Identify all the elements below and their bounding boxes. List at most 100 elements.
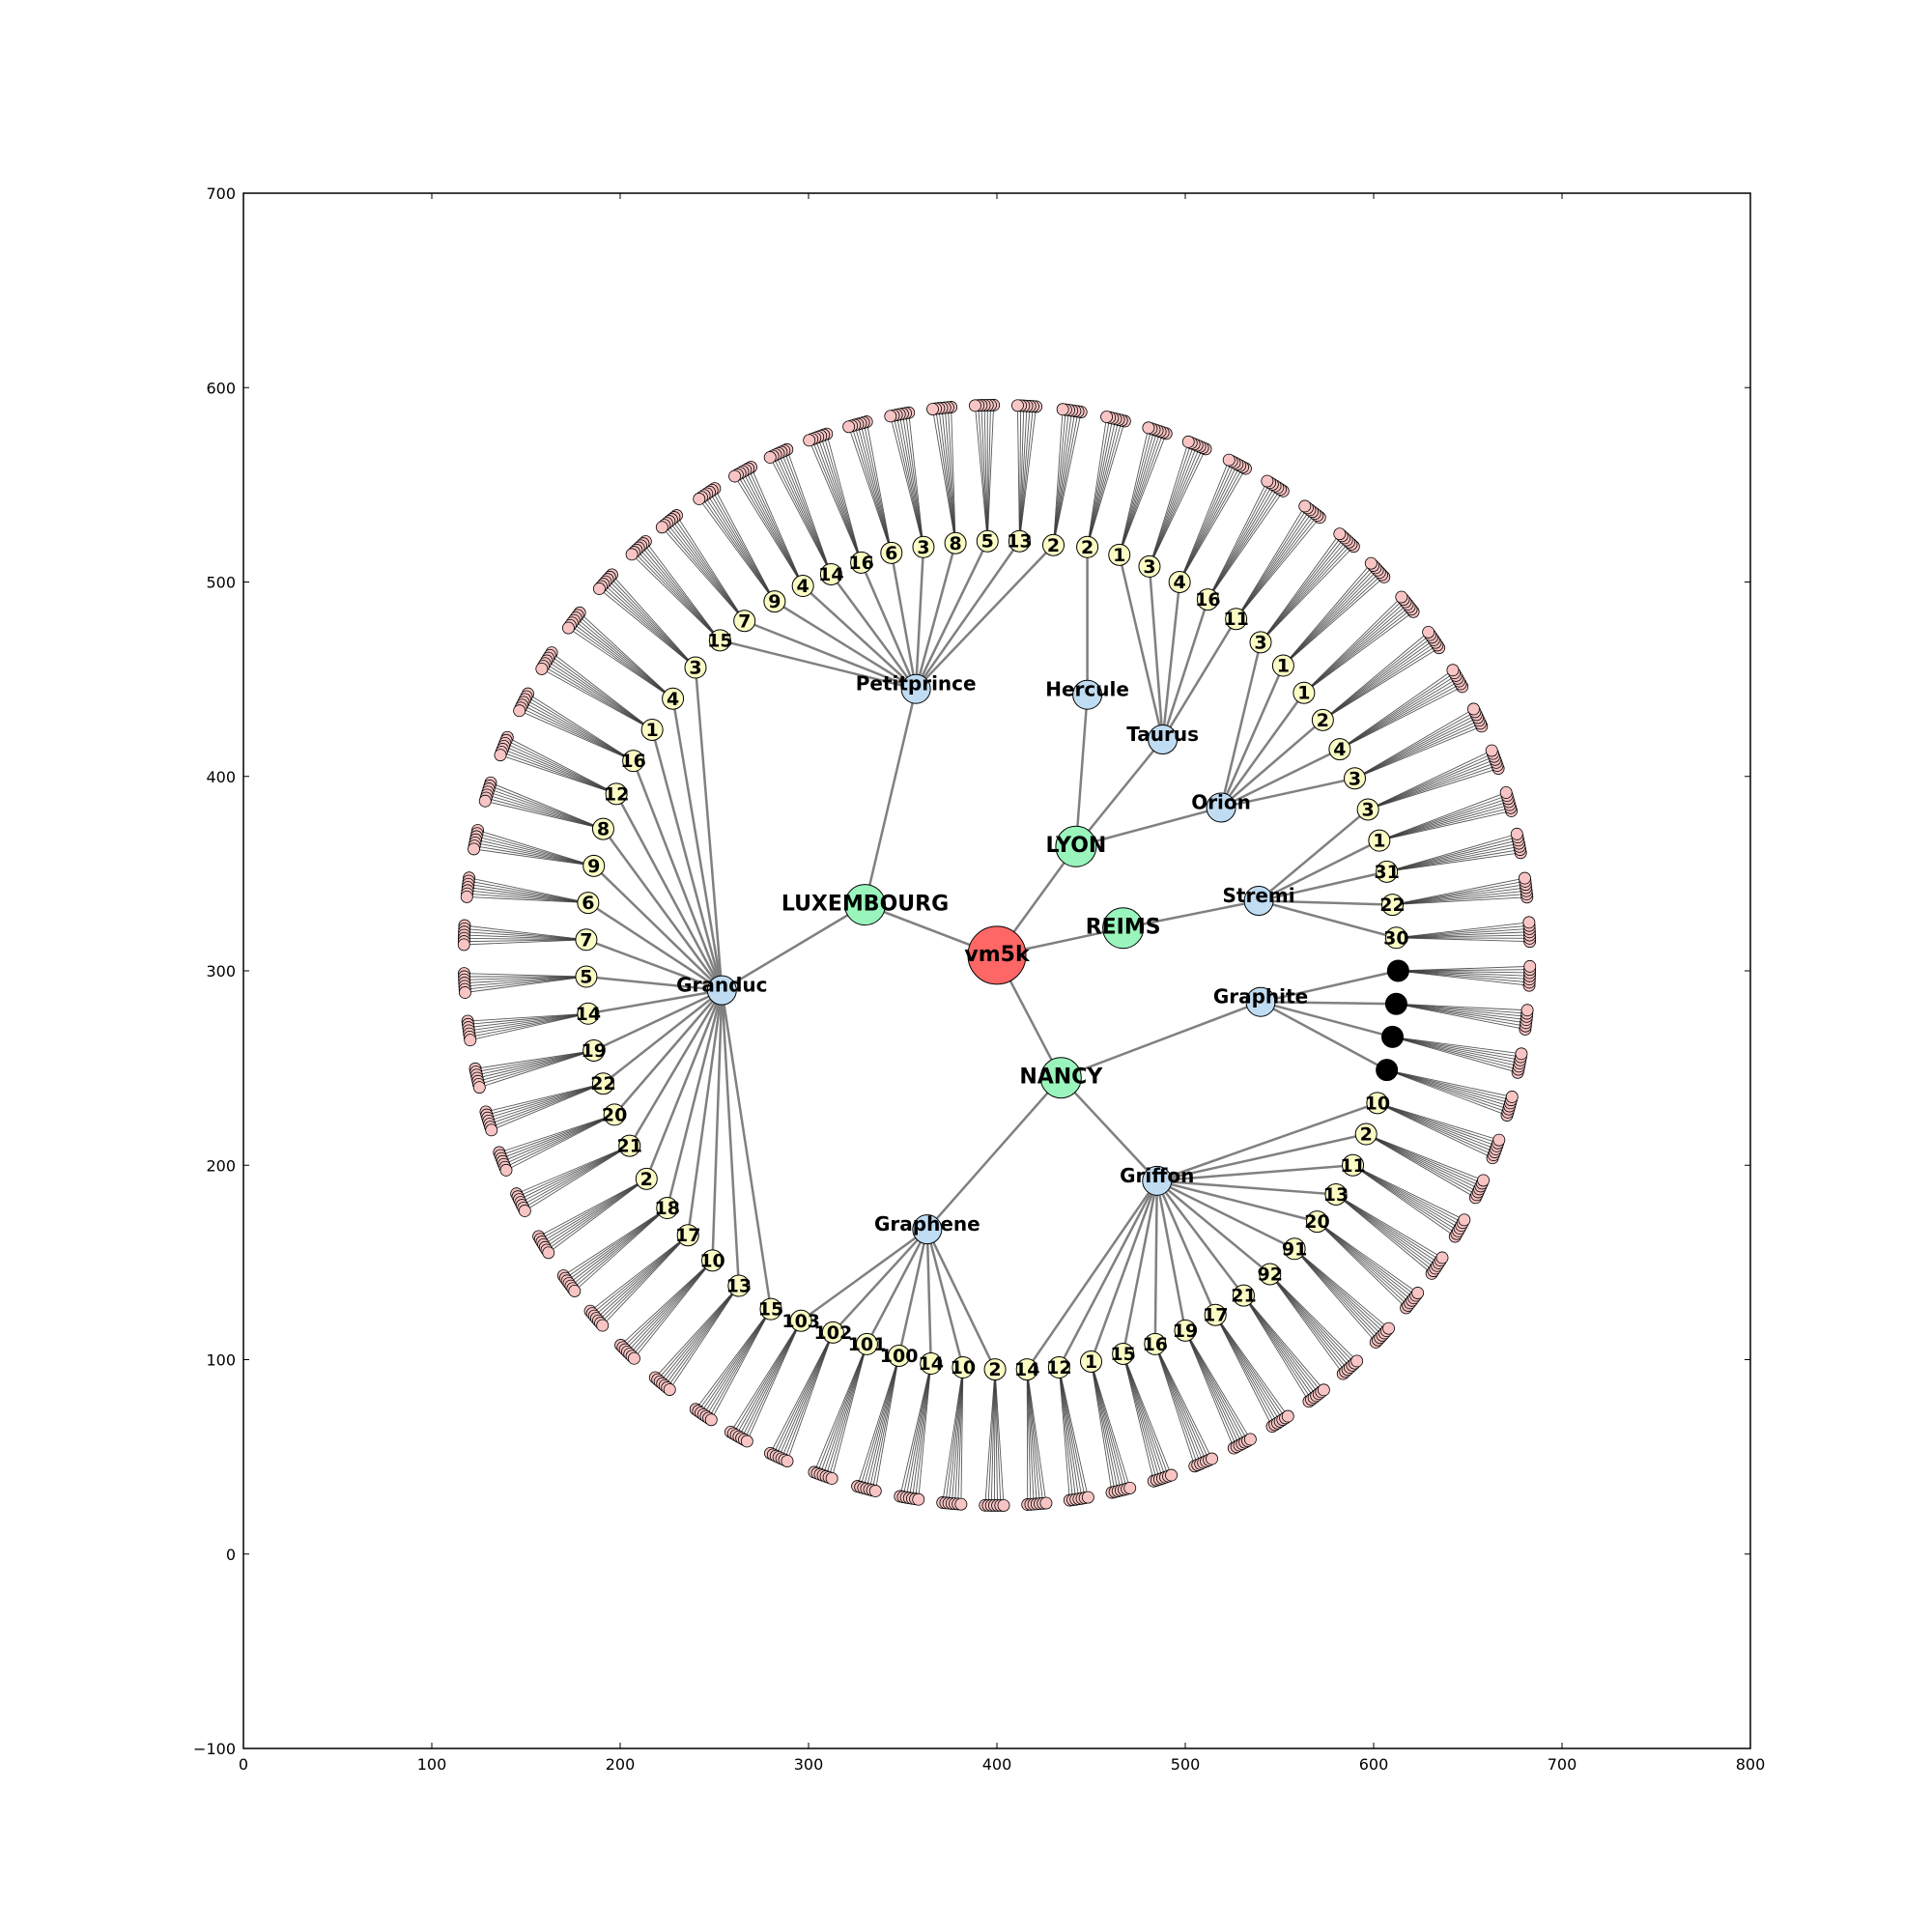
tree-edge xyxy=(1155,1179,1245,1296)
leaf-edge xyxy=(1269,1273,1350,1368)
leaf-edge xyxy=(831,1344,867,1479)
site-node xyxy=(844,884,886,926)
leaf-edge xyxy=(1396,1003,1527,1017)
leaf-edge xyxy=(1053,410,1069,546)
leaf-edge xyxy=(464,924,586,941)
host-label: 2 xyxy=(988,1359,1001,1380)
cluster-node xyxy=(1243,886,1274,917)
leaf-edge xyxy=(502,1114,615,1162)
tree-edge xyxy=(914,547,925,690)
leaf-edge xyxy=(1179,468,1246,582)
leaf-edge xyxy=(1179,464,1238,582)
leaf-node xyxy=(596,1319,610,1332)
leaf-edge xyxy=(1053,411,1076,546)
host-node xyxy=(850,551,873,574)
leaf-edge xyxy=(540,1178,647,1240)
leaf-edge xyxy=(1058,1367,1083,1499)
leaf-edge xyxy=(983,405,988,542)
host-label: 92 xyxy=(1258,1264,1283,1285)
host-node xyxy=(1042,533,1065,556)
leaf-edge xyxy=(1087,417,1111,548)
leaf-edge xyxy=(786,449,832,575)
leaf-edge xyxy=(986,405,991,542)
tree-edge xyxy=(1156,1132,1367,1182)
leaf-edge xyxy=(468,887,588,904)
leaf-edge xyxy=(546,1178,647,1251)
host-label: 3 xyxy=(689,658,701,679)
leaf-edge xyxy=(938,408,956,544)
host-node xyxy=(1381,894,1404,917)
host-node xyxy=(708,629,731,652)
host-label: 16 xyxy=(848,553,873,574)
leaf-edge xyxy=(661,526,746,622)
leaf-edge xyxy=(473,848,594,867)
leaf-edge xyxy=(1396,1003,1527,1021)
tree-edge xyxy=(1155,1179,1217,1316)
host-label: 22 xyxy=(1379,895,1405,916)
leaf-edge xyxy=(668,1285,740,1390)
host-node xyxy=(1204,1303,1227,1326)
leaf-edge xyxy=(1149,443,1195,567)
tree-edge xyxy=(585,938,723,992)
leaf-edge xyxy=(781,1332,834,1460)
leaf-node xyxy=(1281,1409,1294,1423)
leaf-node xyxy=(842,420,856,434)
leaf-edge xyxy=(577,614,673,699)
leaf-node xyxy=(663,1383,676,1396)
leaf-edge xyxy=(1386,1069,1508,1116)
host-label: 31 xyxy=(1374,862,1399,883)
leaf-edge xyxy=(890,415,924,548)
tree-edge xyxy=(1156,1179,1295,1250)
x-tick-label: 700 xyxy=(1548,1755,1577,1774)
leaf-edge xyxy=(1335,1194,1437,1266)
leaf-edge xyxy=(1386,839,1519,872)
tree-edge xyxy=(721,989,773,1310)
tree-edge xyxy=(1258,899,1397,939)
leaf-edge xyxy=(698,498,776,602)
leaf-edge xyxy=(1087,418,1117,548)
leaf-edge xyxy=(1396,937,1530,943)
leaf-node xyxy=(499,1163,513,1177)
host-node xyxy=(1112,1342,1135,1365)
tree-edge xyxy=(1060,1001,1262,1079)
leaf-edge xyxy=(1026,1369,1029,1505)
leaf-edge xyxy=(541,1178,647,1242)
leaf-edge xyxy=(1396,927,1530,939)
host-node xyxy=(1384,926,1407,950)
leaf-edge xyxy=(1317,1221,1414,1299)
leaf-edge xyxy=(624,1260,713,1350)
leaf-edge xyxy=(1214,1314,1284,1420)
leaf-edge xyxy=(1283,574,1382,667)
leaf-edge xyxy=(848,426,893,554)
host-node xyxy=(591,1072,614,1095)
leaf-edge xyxy=(1026,1369,1040,1504)
leaf-edge xyxy=(1087,420,1122,548)
leaf-node xyxy=(803,434,816,447)
leaf-edge xyxy=(851,425,893,554)
tree-edge xyxy=(1075,806,1222,848)
tree-edge xyxy=(632,760,724,991)
leaf-edge xyxy=(469,1012,588,1041)
leaf-edge xyxy=(1398,970,1530,986)
leaf-edge xyxy=(570,625,673,699)
leaf-edge xyxy=(813,1344,867,1473)
leaf-edge xyxy=(1303,611,1414,694)
leaf-edge xyxy=(638,547,721,641)
leaf-edge xyxy=(1392,887,1526,906)
host-label: 3 xyxy=(1362,799,1375,820)
leaf-edge xyxy=(490,781,604,830)
cluster-node xyxy=(1072,679,1103,710)
leaf-edge xyxy=(994,1369,999,1506)
leaf-edge xyxy=(1058,1367,1080,1499)
leaf-edge xyxy=(1091,1361,1124,1491)
leaf-edge xyxy=(501,752,617,795)
leaf-edge xyxy=(468,1012,588,1029)
leaf-edge xyxy=(1339,686,1463,750)
leaf-edge xyxy=(566,1208,668,1282)
host-label: 5 xyxy=(580,967,592,988)
leaf-edge xyxy=(905,412,924,548)
leaf-node xyxy=(458,986,471,999)
tree-edge xyxy=(721,990,741,1287)
leaf-edge xyxy=(465,976,586,990)
leaf-edge xyxy=(915,1363,932,1499)
